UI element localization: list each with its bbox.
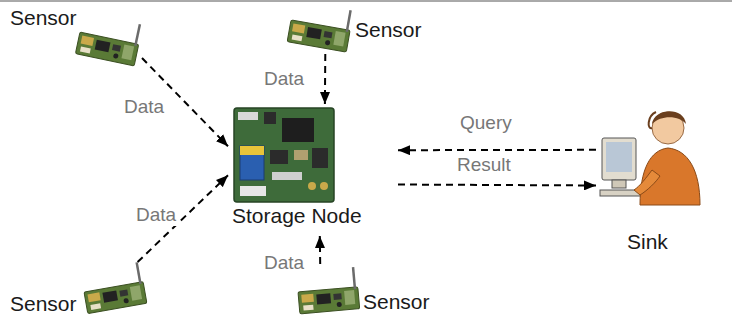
node-label: Sink bbox=[627, 230, 668, 254]
storage-node: Storage Node bbox=[228, 104, 398, 236]
edge-label: Data bbox=[122, 96, 166, 118]
data-arrow bbox=[398, 149, 596, 151]
sensor-node: Sensor bbox=[293, 264, 463, 318]
storage-board bbox=[234, 108, 334, 202]
edge-label: Data bbox=[134, 204, 178, 226]
node-label: Sensor bbox=[10, 292, 77, 316]
sensor-device bbox=[75, 12, 142, 66]
node-label: Storage Node bbox=[232, 204, 362, 228]
data-arrow bbox=[319, 236, 321, 264]
sensor-device bbox=[81, 262, 147, 314]
top-rule bbox=[0, 1, 732, 2]
node-label: Sensor bbox=[10, 6, 77, 30]
edge-label: Result bbox=[455, 154, 513, 176]
edge-label: Query bbox=[458, 112, 514, 134]
sensor-device bbox=[287, 0, 353, 52]
sensor-node: Sensor bbox=[8, 262, 152, 318]
edge-label: Data bbox=[262, 252, 306, 274]
data-arrow bbox=[398, 184, 596, 187]
sink-node: Sink bbox=[596, 98, 704, 260]
sensor-node: Sensor bbox=[293, 4, 463, 54]
sensor-node: Sensor bbox=[8, 4, 142, 58]
node-label: Sensor bbox=[363, 290, 430, 314]
node-label: Sensor bbox=[355, 18, 422, 42]
data-arrow bbox=[324, 54, 326, 104]
sink-user bbox=[600, 111, 700, 205]
edge-label: Data bbox=[262, 68, 306, 90]
